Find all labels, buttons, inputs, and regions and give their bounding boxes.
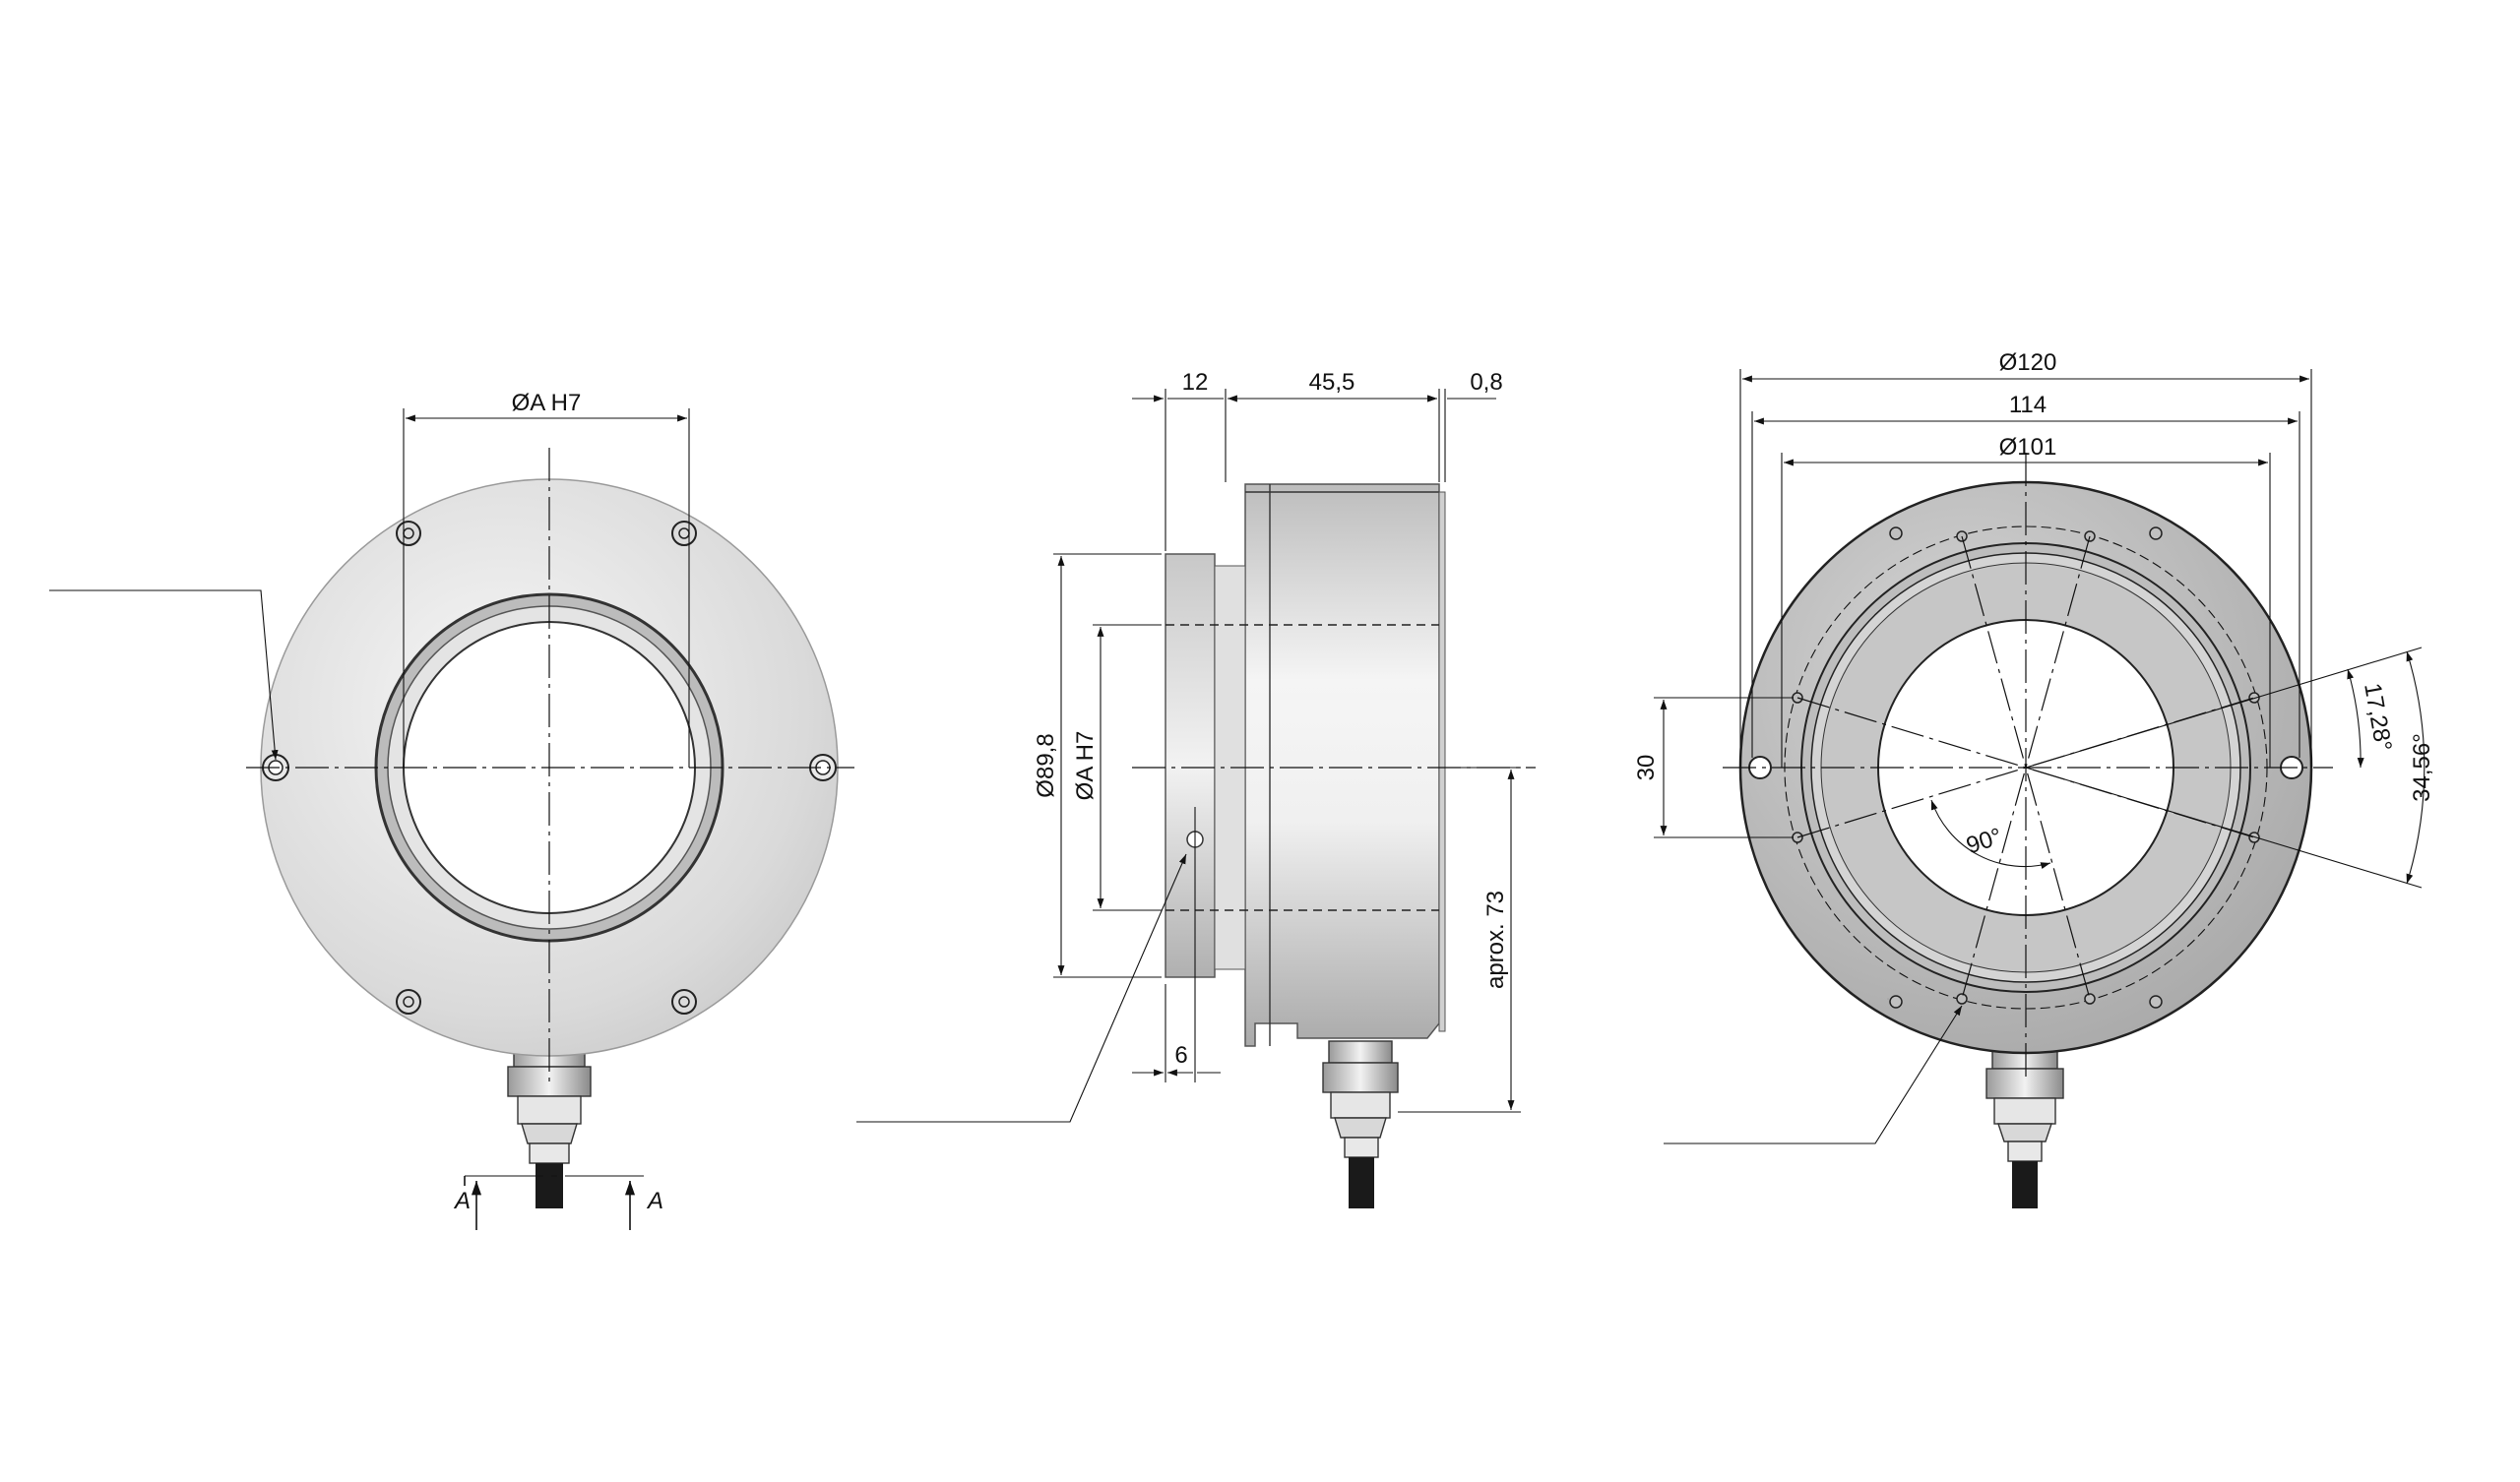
rear-cable-gland [1985,1046,2064,1208]
hole-icon [1887,526,2163,1009]
side-cable-gland [1322,1040,1399,1208]
side-dim-outer-dia: Ø89,8 [1033,733,1059,797]
front-view: ØA H7 A A [49,390,854,1230]
section-letter-left: A [453,1188,471,1214]
side-dim-height: aprox. 73 [1482,891,1509,989]
rear-view: Ø120 114 Ø101 30 17,28° 34,56° 90° [1633,349,2435,1208]
rear-angle-small: 17,28° [2359,681,2397,753]
rear-dim-outer: Ø120 [1999,349,2057,376]
side-dim-cover: 0,8 [1470,369,1502,396]
rear-dim-pitch: Ø101 [1999,434,2057,461]
section-letter-right: A [646,1188,663,1214]
side-body [1244,483,1440,1047]
rear-dim-bolt-circle: 114 [2009,392,2047,418]
side-view: 12 45,5 0,8 Ø89,8 ØA H7 6 aprox. 73 [856,369,1536,1208]
rear-angle-large: 34,56° [2409,733,2435,802]
side-flange [1165,553,1216,978]
screw-icon [262,521,837,1015]
front-dim-bore: ØA H7 [512,390,582,416]
side-dim-bore: ØA H7 [1072,731,1099,801]
side-dim-flange: 12 [1182,369,1209,396]
side-dim-body: 45,5 [1309,369,1355,396]
side-dim-screw-offset: 6 [1174,1042,1187,1069]
rear-dim-slot-spacing: 30 [1633,755,1660,781]
